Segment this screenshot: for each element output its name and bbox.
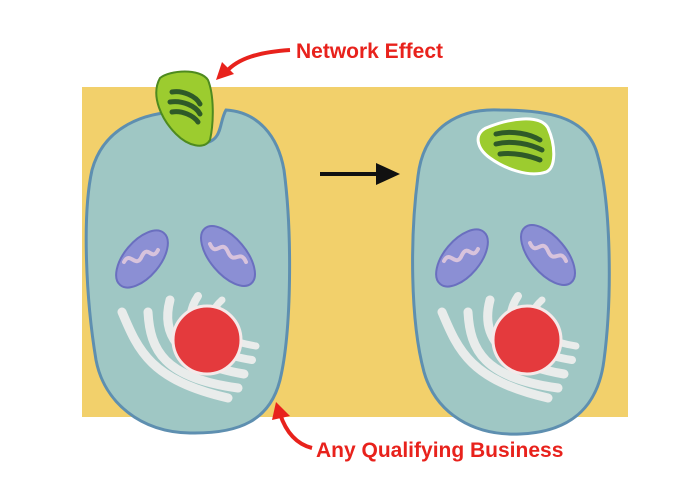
network-effect-label: Network Effect [296,40,443,63]
left-mitochondrion-1 [115,229,169,289]
qualifying-business-callout: Any Qualifying Business [272,402,563,462]
left-cell [84,70,292,435]
right-nucleus [491,304,563,376]
left-nucleus [171,304,243,376]
qualifying-business-label: Any Qualifying Business [316,439,563,462]
engulfed-chloroplast [155,70,214,147]
network-effect-callout: Network Effect [216,40,443,80]
qualifying-business-arrow [278,413,313,450]
right-mitochondrion-1 [435,228,489,288]
network-effect-arrow [224,48,291,74]
right-cell [411,108,611,436]
integrated-chloroplast [476,117,556,176]
transition-arrow [320,163,400,185]
right-mitochondrion-2 [520,224,576,286]
left-mitochondrion-2 [200,225,256,287]
